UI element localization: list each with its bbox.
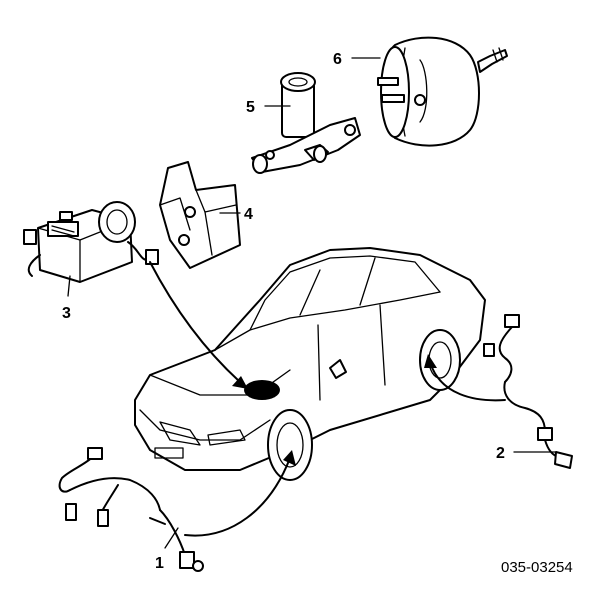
front-wheel-speed-sensor	[58, 447, 204, 572]
brake-booster	[377, 36, 508, 147]
abs-hydraulic-unit	[23, 201, 159, 283]
figure-code: 035-03254	[501, 559, 573, 576]
leader-lines	[67, 57, 556, 549]
callout-5: 5	[246, 99, 255, 116]
callout-3: 3	[62, 305, 71, 322]
callout-6: 6	[333, 51, 342, 68]
abs-bracket	[159, 161, 241, 269]
car-body	[134, 247, 486, 481]
rear-wheel-speed-sensor	[483, 314, 573, 469]
callout-4: 4	[244, 206, 253, 223]
pointer-arrows	[149, 261, 506, 537]
master-cylinder	[251, 72, 361, 174]
callout-1: 1	[155, 555, 164, 572]
callout-2: 2	[496, 445, 505, 462]
